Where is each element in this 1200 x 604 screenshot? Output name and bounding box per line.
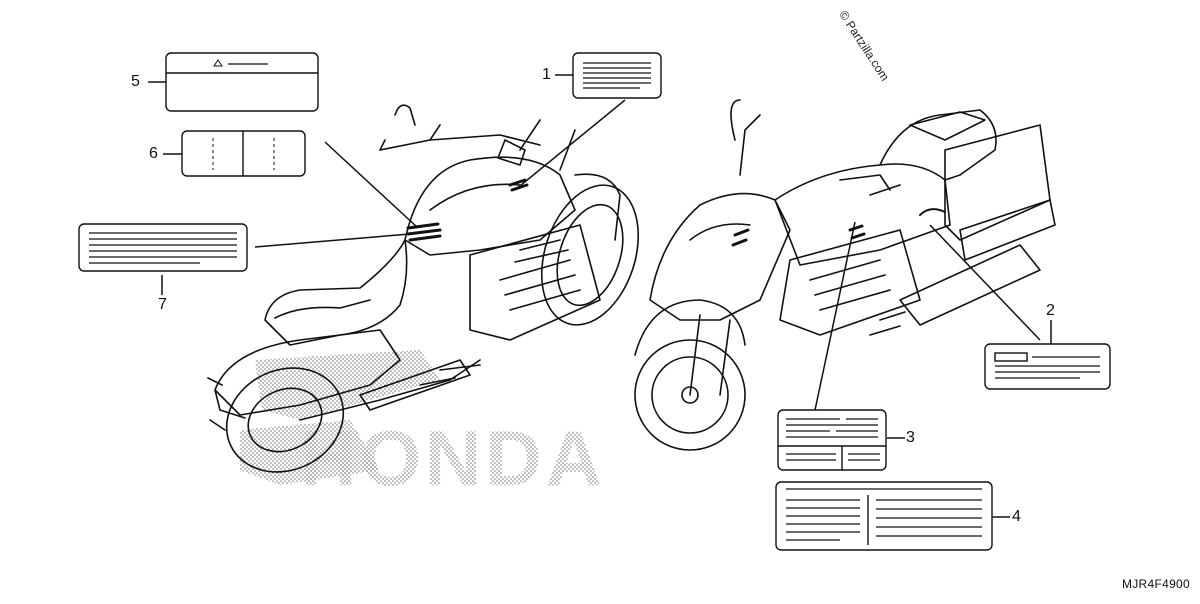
callout-3[interactable]: 3 bbox=[906, 429, 915, 446]
label-4-graphic bbox=[775, 481, 993, 551]
honda-letters: HONDA bbox=[300, 414, 606, 502]
leader-line-2 bbox=[929, 224, 1041, 341]
label-7-graphic bbox=[78, 223, 248, 272]
leader-line-1 bbox=[514, 99, 626, 191]
leader-line-7 bbox=[254, 233, 411, 248]
motorcycle-rear-view bbox=[207, 104, 640, 473]
label-1-graphic bbox=[572, 52, 662, 99]
label-3-graphic bbox=[777, 409, 887, 471]
callout-4[interactable]: 4 bbox=[1012, 508, 1021, 525]
leader-line-6 bbox=[324, 141, 419, 229]
label-5-graphic bbox=[165, 52, 319, 112]
motorcycle-front-view bbox=[634, 99, 1056, 451]
label-2-graphic bbox=[984, 343, 1111, 390]
callout-6[interactable]: 6 bbox=[149, 145, 158, 162]
label-6-graphic bbox=[181, 130, 306, 177]
leader-line-3 bbox=[814, 221, 856, 411]
leader-lines bbox=[148, 74, 1052, 518]
diagram-code: MJR4F4900 bbox=[1121, 577, 1190, 591]
honda-dotted-watermark: HONDA bbox=[240, 350, 606, 502]
callout-2[interactable]: 2 bbox=[1046, 302, 1055, 319]
callout-7[interactable]: 7 bbox=[158, 296, 167, 313]
callout-1[interactable]: 1 bbox=[542, 66, 551, 83]
callout-5[interactable]: 5 bbox=[131, 73, 140, 90]
